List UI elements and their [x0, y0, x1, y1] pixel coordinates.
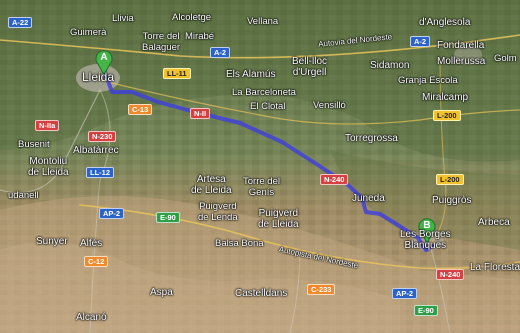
place-castelldans[interactable]: Castelldans	[235, 288, 288, 299]
place-miralcamp[interactable]: Miralcamp	[422, 92, 469, 103]
start-marker-icon[interactable]: A	[95, 50, 113, 77]
place-torregrossa[interactable]: Torregrossa	[345, 133, 398, 144]
place-balsa-bona[interactable]: Balsa Bona	[215, 238, 264, 249]
place-albatarrec[interactable]: Albatàrrec	[73, 145, 119, 156]
place-lleida[interactable]: Lleida	[82, 70, 115, 84]
road-shield-a2-top[interactable]: A-2	[210, 47, 231, 58]
road-shield-n2a[interactable]: N-IIa	[35, 120, 60, 131]
road-shield-n230[interactable]: N-230	[88, 131, 117, 142]
road-shield-ll12[interactable]: LL-12	[86, 167, 115, 178]
place-vellana[interactable]: Vellana	[247, 16, 279, 27]
place-puigverd-de-lleida[interactable]: Puigverd de Lleida	[258, 208, 299, 230]
place-guimera[interactable]: Guimerà	[70, 27, 107, 38]
place-alcoletge[interactable]: Alcoletge	[172, 12, 212, 23]
place-busenit[interactable]: Busenit	[18, 139, 50, 150]
place-mirabe[interactable]: Mirabé	[185, 31, 215, 42]
road-shield-ap2-left[interactable]: AP-2	[99, 208, 125, 219]
place-alcano[interactable]: Alcanó	[76, 312, 107, 323]
place-sidamon[interactable]: Sidamon	[370, 60, 410, 71]
place-fondarella[interactable]: Fondarella	[437, 40, 485, 51]
place-el-clotal[interactable]: El Clotal	[250, 101, 286, 112]
place-mollerussa[interactable]: Mollerussa	[437, 56, 486, 67]
place-golm[interactable]: Golm	[494, 53, 517, 64]
place-la-floresta[interactable]: La Floresta	[470, 262, 520, 273]
place-granja-escola[interactable]: Granja Escola	[398, 75, 458, 86]
road-shield-ll11[interactable]: LL-11	[163, 68, 191, 79]
place-les-borges-blanques[interactable]: Les Borges Blanques	[400, 229, 451, 251]
road-shield-c12[interactable]: C-12	[84, 256, 109, 267]
place-puigverd-de-lenda[interactable]: Puigverd de Lenda	[198, 201, 238, 223]
place-artesa[interactable]: Artesa de Lleida	[191, 174, 232, 196]
road-shield-a22[interactable]: A-22	[8, 17, 33, 28]
road-shield-e90-right[interactable]: E-90	[414, 305, 438, 316]
place-els-alamus[interactable]: Els Alamús	[226, 69, 276, 80]
end-marker-icon[interactable]: B	[418, 218, 436, 245]
place-sunyer[interactable]: Sunyer	[36, 236, 68, 247]
place-puiggros[interactable]: Puiggròs	[432, 195, 472, 206]
place-udanell[interactable]: udanell	[8, 190, 39, 201]
start-marker-letter: A	[100, 52, 108, 63]
road-shield-c13[interactable]: C-13	[128, 104, 153, 115]
place-vensillo[interactable]: Vensilló	[313, 100, 346, 111]
road-shield-a2-right[interactable]: A-2	[410, 36, 431, 47]
place-anglesola[interactable]: d'Anglesola	[419, 17, 471, 28]
place-llivia[interactable]: Llivia	[112, 13, 134, 24]
place-bell-lloc[interactable]: Bell-lloc d'Urgell	[292, 56, 328, 78]
road-shield-l200-a[interactable]: L-200	[433, 110, 461, 121]
road-shield-n240-mid[interactable]: N-240	[320, 174, 349, 185]
place-montoliu[interactable]: Montoliu de Lleida	[28, 156, 69, 178]
road-shield-n240-right[interactable]: N-240	[436, 269, 465, 280]
road-shield-ap2-bottom[interactable]: AP-2	[392, 288, 418, 299]
place-alfes[interactable]: Alfés	[80, 238, 103, 249]
place-la-barceloneta[interactable]: La Barceloneta	[232, 87, 296, 98]
road-shield-l200-b[interactable]: L-200	[436, 174, 464, 185]
place-juneda[interactable]: Juneda	[352, 193, 385, 204]
place-torre-genis[interactable]: Torre del Genís	[243, 176, 280, 198]
place-torre-balaguer[interactable]: Torre del Balaguer	[142, 31, 181, 53]
road-shield-c233[interactable]: C-233	[307, 284, 336, 295]
road-shield-n2-mid[interactable]: N-II	[190, 108, 211, 119]
end-marker-letter: B	[423, 220, 431, 231]
road-shield-e90-left[interactable]: E-90	[156, 212, 180, 223]
place-aspa[interactable]: Aspa	[150, 287, 173, 298]
place-arbeca[interactable]: Arbeca	[478, 217, 510, 228]
